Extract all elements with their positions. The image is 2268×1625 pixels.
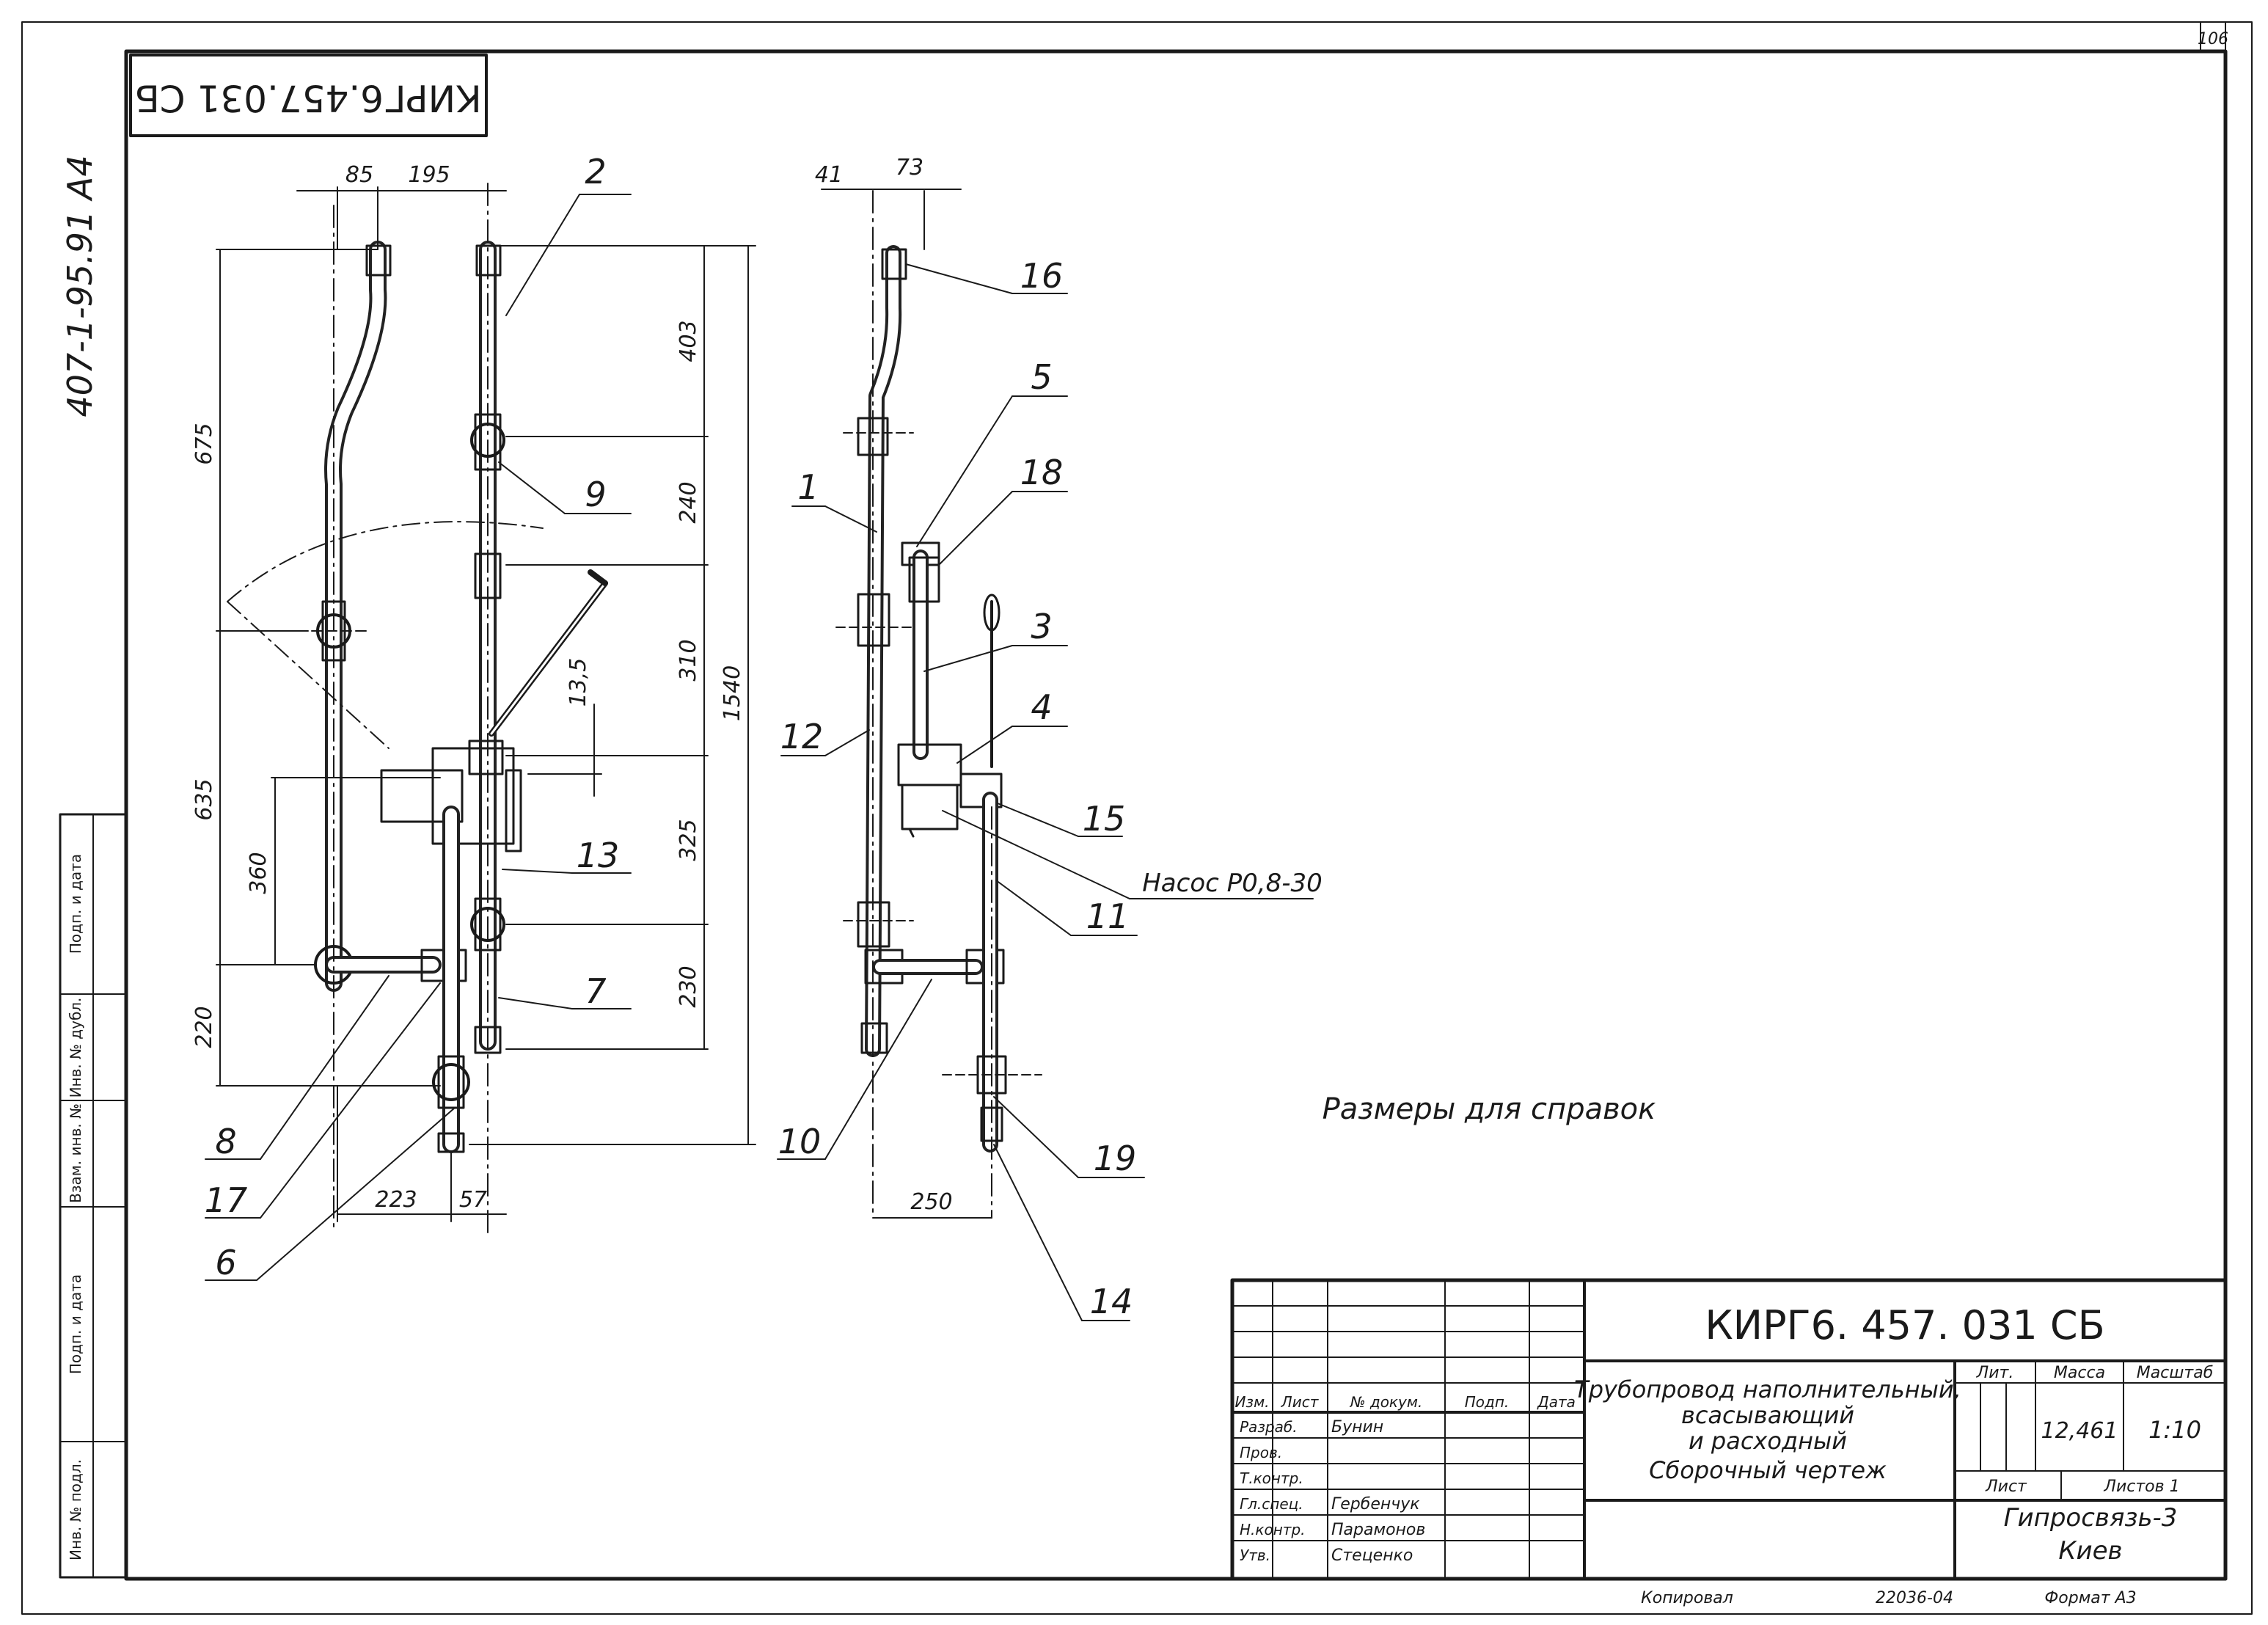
pos-7: 7 (585, 971, 606, 1011)
name-line-4: Сборочный чертеж (1649, 1456, 1887, 1484)
title-block (1230, 1278, 2228, 1581)
page-number: 106 (2198, 30, 2228, 48)
dim-1540: 1540 (720, 665, 745, 721)
side-stamp: Подп. и дата Инв. № дубл. Взам. инв. № П… (59, 813, 128, 1579)
bottom-margin: Копировал 22036-04 Формат А3 (1641, 1589, 2137, 1607)
dim-85: 85 (345, 162, 373, 188)
project-code: 407-1-95.91 А4 (60, 155, 100, 417)
dim-250: 250 (910, 1189, 952, 1215)
designation: КИРГ6. 457. 031 СБ (1705, 1302, 2104, 1348)
dim-325: 325 (676, 819, 701, 861)
person-4: Гербенчук (1331, 1495, 1420, 1513)
dim-57: 57 (459, 1187, 487, 1213)
role-5: Н.контр. (1240, 1521, 1306, 1538)
pos-4: 4 (1031, 687, 1052, 727)
rotated-doc-code-text: КИРГ6.457.031 СБ (134, 77, 481, 120)
pos-14: 14 (1090, 1282, 1133, 1321)
pos-9: 9 (585, 475, 606, 514)
stamp-cell-4: Подп. и дата (67, 1274, 84, 1374)
rotated-doc-code: КИРГ6.457.031 СБ (129, 54, 488, 137)
lit-header: Лит. (1976, 1364, 2014, 1382)
person-6: Стеценко (1331, 1547, 1413, 1565)
dim-360: 360 (246, 852, 271, 894)
pos-18: 18 (1020, 453, 1064, 492)
stamp-cell-2: Инв. № дубл. (67, 998, 84, 1098)
pos-3: 3 (1031, 607, 1052, 646)
order-number: 22036-04 (1876, 1589, 1953, 1607)
side-view-labels: 41 73 250 16 5 18 1 3 4 12 15 11 10 19 1… (778, 155, 1323, 1321)
mass-value: 12,461 (2041, 1418, 2118, 1444)
pos-17: 17 (205, 1180, 248, 1220)
person-5: Парамонов (1331, 1521, 1425, 1539)
side-view (777, 189, 1314, 1321)
hdr-list: Лист (1281, 1393, 1320, 1411)
dim-403: 403 (676, 320, 701, 362)
front-view-dims: 85 195 675 635 360 220 403 240 310 13,5 … (191, 162, 745, 1213)
dim-41: 41 (815, 162, 843, 188)
stamp-cell-5: Инв. № подл. (67, 1459, 84, 1560)
role-2: Пров. (1240, 1444, 1282, 1461)
pos-19: 19 (1094, 1139, 1137, 1178)
name-line-1: Трубопровод наполнительный, (1574, 1376, 1961, 1403)
role-6: Утв. (1240, 1547, 1270, 1564)
pos-6: 6 (215, 1243, 236, 1282)
hdr-doc: № докум. (1350, 1393, 1423, 1411)
dim-230: 230 (676, 965, 701, 1007)
sheet-label: Лист (1985, 1478, 2027, 1496)
scale-value: 1:10 (2148, 1416, 2201, 1444)
front-view-positions: 2 9 13 7 8 17 6 (205, 152, 620, 1282)
dim-310: 310 (676, 639, 701, 681)
format-label: Формат А3 (2044, 1589, 2136, 1607)
hdr-izm: Изм. (1234, 1393, 1269, 1411)
org-line-1: Гипросвязь-3 (2004, 1503, 2178, 1533)
role-3: Т.контр. (1240, 1469, 1303, 1487)
pos-13: 13 (577, 836, 620, 875)
pos-2: 2 (585, 152, 606, 191)
org-line-2: Киев (2058, 1536, 2122, 1566)
dim-220: 220 (191, 1006, 217, 1048)
hdr-date: Дата (1537, 1393, 1576, 1411)
sheets-label: Листов 1 (2103, 1478, 2179, 1496)
scale-header: Масштаб (2137, 1364, 2214, 1382)
pos-10: 10 (778, 1122, 822, 1161)
person-1: Бунин (1331, 1418, 1383, 1436)
title-block-text: КИРГ6. 457. 031 СБ Трубопровод наполните… (1234, 1302, 2213, 1566)
pos-11: 11 (1086, 897, 1130, 936)
dim-13-5: 13,5 (566, 658, 591, 707)
pos-15: 15 (1083, 799, 1126, 839)
pos-16: 16 (1020, 256, 1064, 296)
pos-8: 8 (215, 1122, 236, 1161)
hdr-sign: Подп. (1465, 1393, 1510, 1411)
reference-note: Размеры для справок (1323, 1092, 1656, 1126)
dim-240: 240 (676, 481, 701, 523)
dim-635: 635 (191, 778, 217, 820)
pos-1: 1 (797, 467, 819, 507)
front-view (205, 183, 756, 1281)
dim-195: 195 (408, 162, 450, 188)
dim-73: 73 (896, 155, 923, 180)
stamp-cell-3: Взам. инв. № (67, 1103, 84, 1203)
pos-5: 5 (1031, 357, 1052, 397)
pump-label: Насос Р0,8-30 (1142, 869, 1323, 898)
dim-675: 675 (191, 423, 217, 464)
mass-header: Масса (2054, 1364, 2105, 1382)
pos-12: 12 (780, 717, 824, 756)
copied-label: Копировал (1641, 1589, 1733, 1607)
role-4: Гл.спец. (1240, 1495, 1303, 1513)
role-1: Разраб. (1240, 1418, 1298, 1436)
name-line-2: всасывающий (1681, 1401, 1854, 1429)
name-line-3: и расходный (1689, 1427, 1847, 1455)
stamp-cell-1: Подп. и дата (67, 854, 84, 954)
dim-223: 223 (375, 1187, 417, 1213)
